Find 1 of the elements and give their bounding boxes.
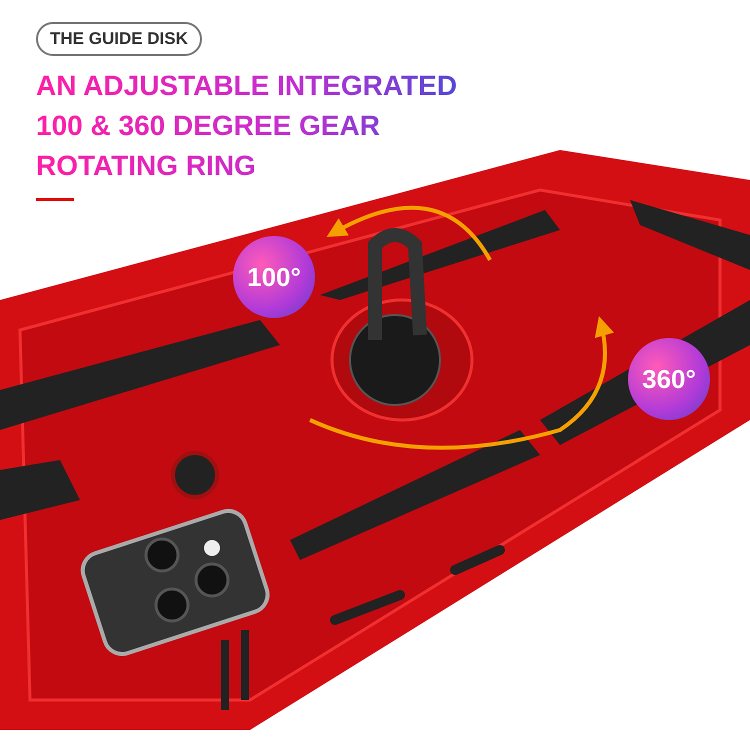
section-tag: THE GUIDE DISK	[36, 22, 202, 56]
